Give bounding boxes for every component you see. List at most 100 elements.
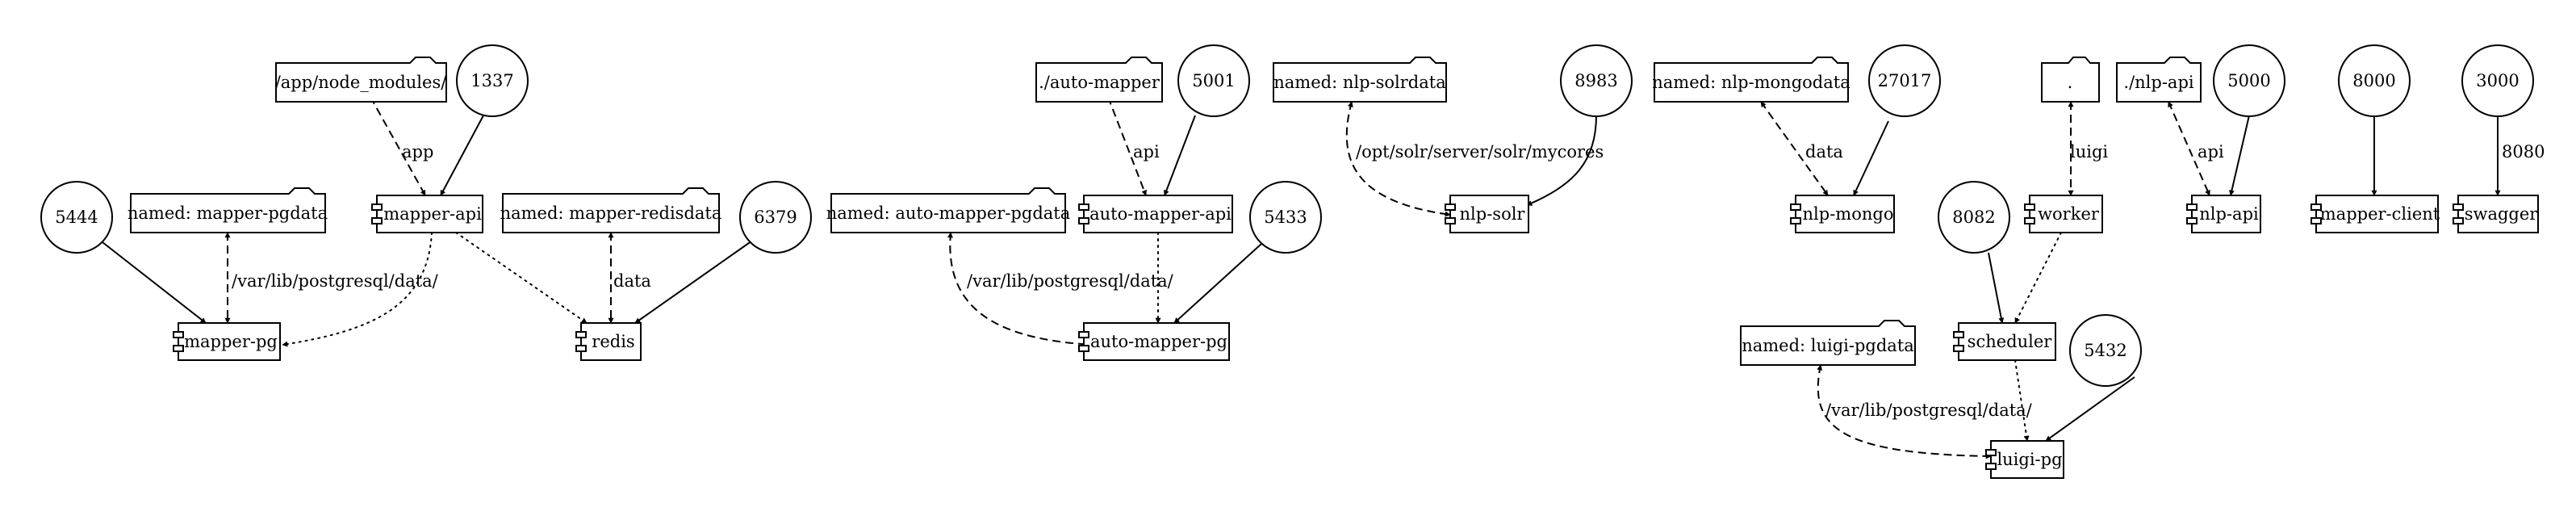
- component-swagger: swagger: [2453, 195, 2539, 233]
- svg-text:8000: 8000: [2352, 71, 2395, 90]
- edge-label-redis-data: data: [613, 271, 651, 291]
- edge-5444-mapper-pg: [102, 241, 207, 324]
- svg-text:5001: 5001: [1192, 71, 1235, 90]
- edge-5001-auto-mapper-api: [1163, 115, 1196, 196]
- volume-dot: .: [2041, 57, 2100, 103]
- component-mapper-pg: mapper-pg: [173, 322, 281, 361]
- edge-8082-scheduler: [1988, 252, 2005, 324]
- svg-text:named: mapper-redisdata: named: mapper-redisdata: [500, 203, 722, 223]
- edge-auto-mapper-volume: [1106, 96, 1148, 196]
- svg-text:worker: worker: [2038, 204, 2100, 224]
- edge-label-nlp-api: api: [2198, 142, 2224, 162]
- edge-nlp-api-volume: [2168, 101, 2210, 196]
- edge-mapper-api-pg: [282, 232, 433, 347]
- edge-labels: app /var/lib/postgresql/data/ data api /…: [232, 142, 2545, 420]
- edge-label-mongo-data: data: [1805, 142, 1843, 162]
- edge-solr-volume: [1345, 101, 1451, 217]
- svg-text:luigi-pg: luigi-pg: [1997, 450, 2062, 469]
- edge-5432-luigi-pg: [2045, 376, 2135, 442]
- svg-text:5432: 5432: [2084, 341, 2126, 360]
- volume-nlp-api: ./nlp-api: [2116, 57, 2202, 103]
- svg-text:5444: 5444: [55, 208, 98, 227]
- svg-text:8082: 8082: [1952, 208, 1995, 227]
- svg-text:named: nlp-solrdata: named: nlp-solrdata: [1273, 73, 1445, 92]
- svg-text:auto-mapper-pg: auto-mapper-pg: [1090, 332, 1227, 351]
- edge-8983-nlp-solr: [1526, 115, 1597, 206]
- volume-auto-mapper: ./auto-mapper: [1035, 57, 1163, 103]
- svg-text:27017: 27017: [1878, 71, 1932, 90]
- component-auto-mapper-pg: auto-mapper-pg: [1078, 322, 1230, 361]
- volume-app-node-modules: /app/node_modules/: [275, 57, 448, 103]
- port-8000: 8000: [2338, 44, 2411, 117]
- svg-text:swagger: swagger: [2465, 204, 2539, 224]
- edge-label-luigi: luigi: [2070, 142, 2108, 162]
- component-scheduler: scheduler: [1953, 322, 2056, 361]
- edge-mongo-data: [1760, 101, 1829, 196]
- svg-text:mapper-pg: mapper-pg: [184, 332, 278, 351]
- edge-27017-nlp-mongo: [1853, 120, 1889, 196]
- edge-label-swagger-port: 8080: [2502, 142, 2545, 162]
- port-5432: 5432: [2069, 314, 2142, 387]
- port-1337: 1337: [456, 44, 529, 117]
- volume-mapper-redisdata: named: mapper-redisdata: [500, 187, 722, 233]
- nodes: /app/node_modules/ 1337 mapper-api 5444 …: [40, 44, 2539, 479]
- svg-text:/app/node_modules/: /app/node_modules/: [275, 73, 448, 92]
- edge-label-luigi-pg-path: /var/lib/postgresql/data/: [1825, 401, 2033, 420]
- edge-5000-nlp-api: [2229, 115, 2250, 196]
- port-5444: 5444: [40, 181, 113, 254]
- port-5001: 5001: [1177, 44, 1250, 117]
- edge-label-mapper-pg-path: /var/lib/postgresql/data/: [232, 271, 439, 291]
- port-27017: 27017: [1868, 44, 1941, 117]
- port-5000: 5000: [2213, 44, 2285, 117]
- svg-text:mapper-api: mapper-api: [383, 204, 482, 224]
- edge-luigi-pgdata: [1817, 364, 1992, 459]
- edge-label-auto-mapper-pg-path: /var/lib/postgresql/data/: [967, 271, 1174, 291]
- edge-label-solr-path: /opt/solr/server/solr/mycores: [1356, 142, 1604, 162]
- edge-worker-scheduler: [2014, 232, 2062, 324]
- component-nlp-api: nlp-api: [2186, 195, 2261, 233]
- volume-auto-mapper-pgdata: named: auto-mapper-pgdata: [826, 187, 1071, 233]
- svg-text:named: mapper-pgdata: named: mapper-pgdata: [128, 203, 328, 223]
- svg-text:named: nlp-mongodata: named: nlp-mongodata: [1652, 73, 1850, 92]
- svg-text:nlp-mongo: nlp-mongo: [1803, 204, 1894, 224]
- svg-text:3000: 3000: [2476, 71, 2519, 90]
- component-nlp-solr: nlp-solr: [1445, 195, 1529, 233]
- edge-mapper-api-redis: [455, 232, 588, 324]
- svg-text:1337: 1337: [470, 71, 513, 90]
- edges: [102, 96, 2501, 459]
- svg-text:./auto-mapper: ./auto-mapper: [1039, 73, 1160, 92]
- svg-text:named: luigi-pgdata: named: luigi-pgdata: [1742, 336, 1914, 355]
- component-mapper-api: mapper-api: [371, 195, 483, 233]
- volume-luigi-pgdata: named: luigi-pgdata: [1740, 320, 1916, 366]
- component-nlp-mongo: nlp-mongo: [1790, 195, 1895, 233]
- port-6379: 6379: [739, 181, 812, 254]
- port-3000: 3000: [2461, 44, 2534, 117]
- svg-text:5433: 5433: [1264, 208, 1307, 227]
- edge-auto-mapper-pgdata: [947, 232, 1094, 348]
- volume-nlp-solrdata: named: nlp-solrdata: [1273, 57, 1447, 103]
- svg-text:5000: 5000: [2227, 71, 2270, 90]
- svg-text:.: .: [2068, 73, 2073, 92]
- port-8082: 8082: [1938, 181, 2010, 254]
- component-worker: worker: [2024, 195, 2103, 233]
- edge-5433-auto-mapper-pg: [1173, 243, 1262, 324]
- volume-nlp-mongodata: named: nlp-mongodata: [1652, 57, 1850, 103]
- edge-scheduler-luigi-pg: [2014, 359, 2030, 442]
- volume-mapper-pgdata: named: mapper-pgdata: [128, 187, 328, 233]
- svg-text:6379: 6379: [754, 208, 797, 227]
- component-luigi-pg: luigi-pg: [1985, 440, 2064, 479]
- svg-text:scheduler: scheduler: [1968, 332, 2053, 351]
- svg-text:nlp-api: nlp-api: [2199, 204, 2259, 224]
- svg-text:named: auto-mapper-pgdata: named: auto-mapper-pgdata: [826, 203, 1071, 223]
- component-mapper-client: mapper-client: [2310, 195, 2440, 233]
- edge-label-api: api: [1133, 142, 1160, 162]
- svg-text:./nlp-api: ./nlp-api: [2123, 73, 2193, 92]
- edge-1337-mapper-api: [440, 115, 484, 196]
- edge-label-app: app: [402, 142, 433, 162]
- svg-text:redis: redis: [592, 332, 634, 351]
- port-5433: 5433: [1249, 181, 1322, 254]
- edge-app-volume: [370, 96, 426, 196]
- component-redis: redis: [575, 322, 642, 361]
- svg-text:nlp-solr: nlp-solr: [1460, 204, 1526, 224]
